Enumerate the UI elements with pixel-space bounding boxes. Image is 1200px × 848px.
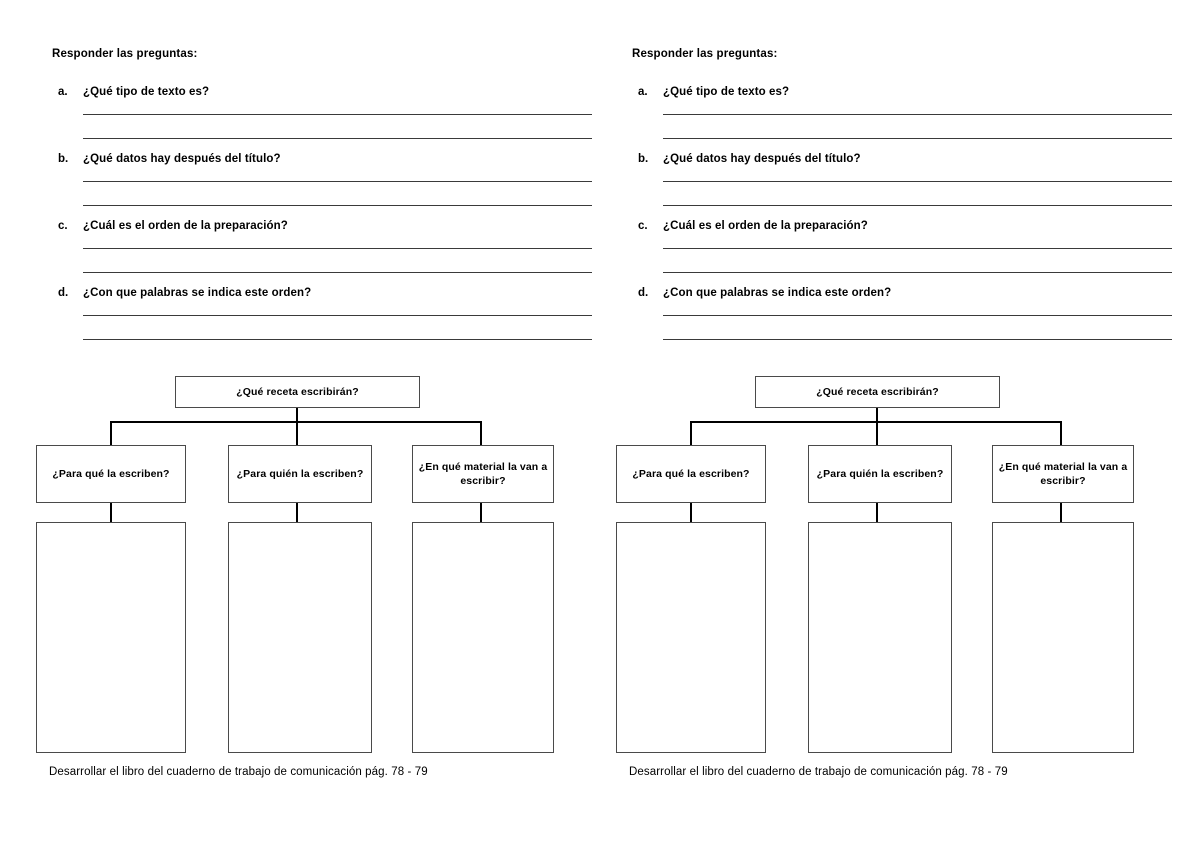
answer-line[interactable] [83, 272, 592, 273]
diagram-answer-box[interactable] [992, 522, 1134, 753]
connector-answer-drop [296, 503, 298, 522]
question-text: ¿Qué datos hay después del título? [83, 153, 281, 165]
worksheet-copy-left: Responder las preguntas: a. ¿Qué tipo de… [36, 0, 592, 848]
diagram-branch-node: ¿Para qué la escriben? [616, 445, 766, 503]
connector-answer-drop [110, 503, 112, 522]
footer-instruction: Desarrollar el libro del cuaderno de tra… [629, 766, 1008, 778]
worksheet-copy-right: Responder las preguntas: a. ¿Qué tipo de… [580, 0, 1180, 848]
answer-line[interactable] [663, 315, 1172, 316]
answer-line[interactable] [83, 181, 592, 182]
question-text: ¿Qué tipo de texto es? [663, 86, 790, 98]
connector-branch-drop [876, 421, 878, 445]
question-marker: b. [58, 153, 69, 165]
diagram-answer-box[interactable] [228, 522, 372, 753]
answer-line[interactable] [663, 248, 1172, 249]
question-marker: b. [638, 153, 649, 165]
question-text: ¿Con que palabras se indica este orden? [663, 287, 892, 299]
answer-line[interactable] [663, 181, 1172, 182]
question-item-c: c. ¿Cuál es el orden de la preparación? [632, 220, 1172, 287]
question-text: ¿Qué datos hay después del título? [663, 153, 861, 165]
answer-line[interactable] [83, 339, 592, 340]
question-item-a: a. ¿Qué tipo de texto es? [632, 86, 1172, 153]
question-marker: c. [58, 220, 68, 232]
answer-line[interactable] [663, 339, 1172, 340]
question-text: ¿Qué tipo de texto es? [83, 86, 210, 98]
question-marker: a. [638, 86, 648, 98]
diagram-branch-node: ¿Para quién la escriben? [808, 445, 952, 503]
diagram-answer-box[interactable] [808, 522, 952, 753]
diagram-root-node: ¿Qué receta escribirán? [175, 376, 420, 408]
connector-branch-drop [296, 421, 298, 445]
answer-line[interactable] [83, 138, 592, 139]
diagram-answer-box[interactable] [412, 522, 554, 753]
connector-branch-drop [1060, 421, 1062, 445]
question-marker: c. [638, 220, 648, 232]
connector-branch-drop [480, 421, 482, 445]
connector-branch-drop [690, 421, 692, 445]
question-item-a: a. ¿Qué tipo de texto es? [52, 86, 592, 153]
worksheet-content: Responder las preguntas: a. ¿Qué tipo de… [36, 0, 592, 848]
question-item-d: d. ¿Con que palabras se indica este orde… [632, 287, 1172, 354]
connector-branch-drop [110, 421, 112, 445]
page-title: Responder las preguntas: [52, 48, 198, 60]
question-marker: d. [638, 287, 649, 299]
worksheet-content: Responder las preguntas: a. ¿Qué tipo de… [616, 0, 1172, 848]
answer-line[interactable] [83, 315, 592, 316]
diagram-root-node: ¿Qué receta escribirán? [755, 376, 1000, 408]
question-text: ¿Cuál es el orden de la preparación? [83, 220, 288, 232]
diagram-branch-node: ¿Para qué la escriben? [36, 445, 186, 503]
footer-instruction: Desarrollar el libro del cuaderno de tra… [49, 766, 428, 778]
diagram-branch-node: ¿En qué material la van a escribir? [412, 445, 554, 503]
answer-line[interactable] [663, 114, 1172, 115]
connector-root-stem [876, 408, 878, 422]
page-title: Responder las preguntas: [632, 48, 778, 60]
answer-line[interactable] [83, 205, 592, 206]
question-marker: a. [58, 86, 68, 98]
connector-answer-drop [690, 503, 692, 522]
connector-answer-drop [876, 503, 878, 522]
question-list: a. ¿Qué tipo de texto es? b. ¿Qué datos … [632, 86, 1172, 354]
question-marker: d. [58, 287, 69, 299]
planning-diagram: ¿Qué receta escribirán? ¿Para qué la esc… [36, 376, 576, 756]
question-text: ¿Con que palabras se indica este orden? [83, 287, 312, 299]
answer-line[interactable] [663, 272, 1172, 273]
diagram-branch-node: ¿En qué material la van a escribir? [992, 445, 1134, 503]
diagram-branch-node: ¿Para quién la escriben? [228, 445, 372, 503]
question-item-c: c. ¿Cuál es el orden de la preparación? [52, 220, 592, 287]
answer-line[interactable] [83, 248, 592, 249]
answer-line[interactable] [83, 114, 592, 115]
connector-answer-drop [1060, 503, 1062, 522]
answer-line[interactable] [663, 138, 1172, 139]
diagram-answer-box[interactable] [616, 522, 766, 753]
answer-line[interactable] [663, 205, 1172, 206]
connector-root-stem [296, 408, 298, 422]
diagram-answer-box[interactable] [36, 522, 186, 753]
planning-diagram: ¿Qué receta escribirán? ¿Para qué la esc… [616, 376, 1156, 756]
question-item-b: b. ¿Qué datos hay después del título? [632, 153, 1172, 220]
question-text: ¿Cuál es el orden de la preparación? [663, 220, 868, 232]
connector-answer-drop [480, 503, 482, 522]
question-list: a. ¿Qué tipo de texto es? b. ¿Qué datos … [52, 86, 592, 354]
question-item-d: d. ¿Con que palabras se indica este orde… [52, 287, 592, 354]
question-item-b: b. ¿Qué datos hay después del título? [52, 153, 592, 220]
